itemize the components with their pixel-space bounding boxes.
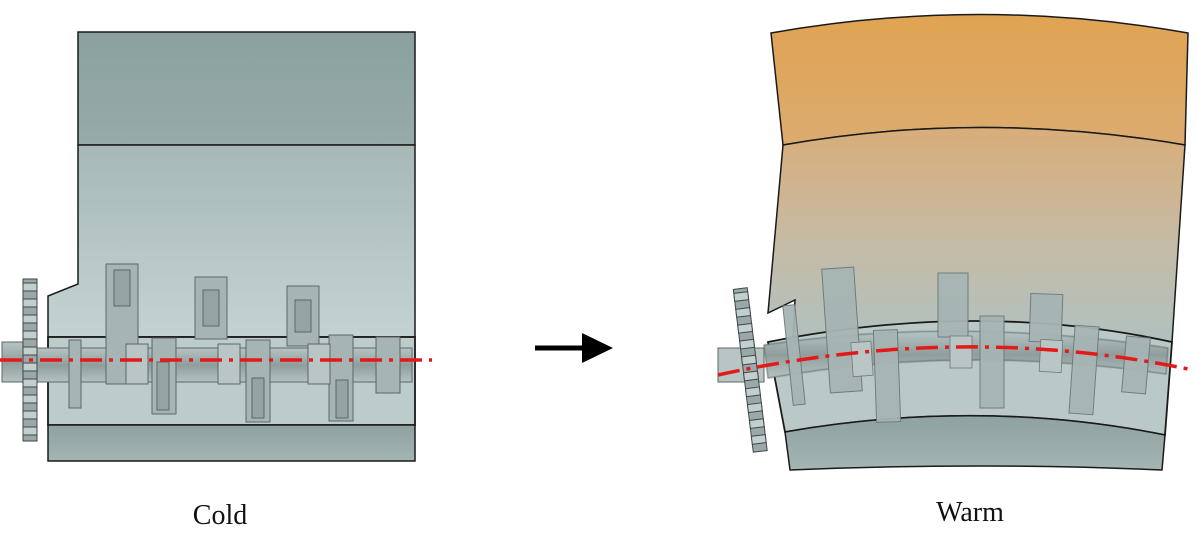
warm-oil-pan xyxy=(784,415,1166,471)
cold-oil-pan xyxy=(47,424,416,462)
warm-block-upper xyxy=(770,13,1189,146)
cold-block-upper xyxy=(77,31,416,146)
cold-engine xyxy=(0,31,432,462)
cold-label: Cold xyxy=(192,500,248,531)
warm-label: Warm xyxy=(936,497,1004,528)
transition-arrow xyxy=(535,333,613,363)
warm-crankshaft xyxy=(717,266,1169,423)
warm-centerline xyxy=(717,345,1189,377)
cold-crankshaft xyxy=(1,263,413,423)
warm-engine xyxy=(717,13,1189,471)
cold-block-middle xyxy=(47,144,416,338)
